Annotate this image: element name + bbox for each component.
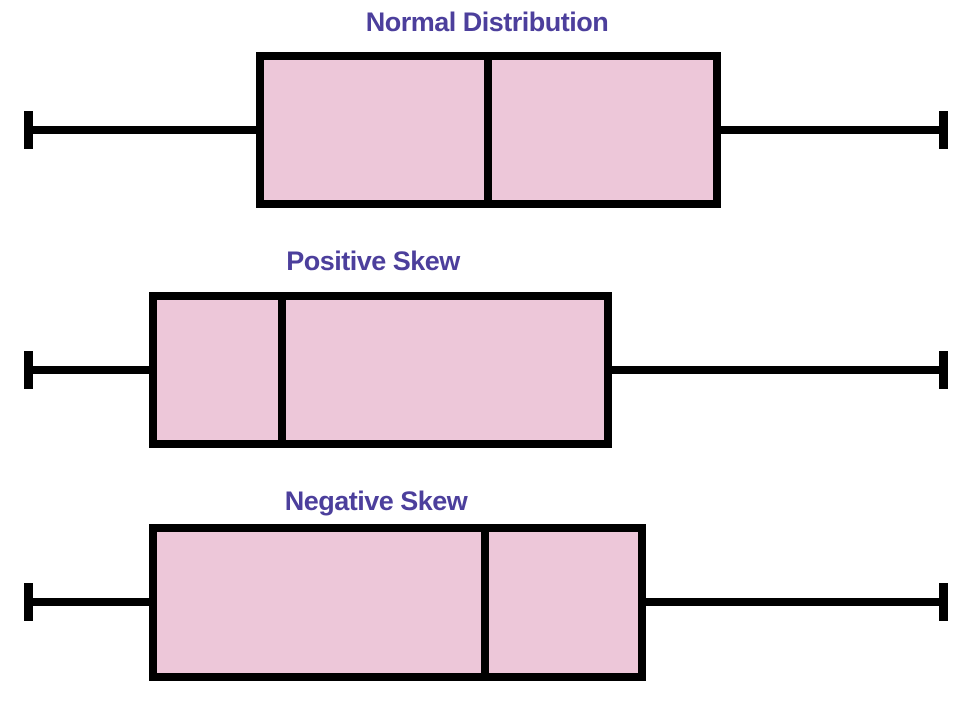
lower-whisker-line: [28, 366, 149, 374]
lower-whisker-line: [28, 598, 149, 606]
whisker-cap-max: [938, 351, 948, 389]
upper-whisker-line: [721, 126, 943, 134]
median-line: [481, 524, 489, 681]
lower-whisker-line: [28, 126, 256, 134]
upper-whisker-line: [646, 598, 943, 606]
median-line: [484, 52, 492, 208]
whisker-cap-max: [938, 111, 948, 149]
median-line: [278, 292, 286, 448]
plot-title-positive-skew: Positive Skew: [286, 246, 460, 276]
plot-title-negative-skew: Negative Skew: [284, 486, 468, 516]
whisker-cap-max: [938, 583, 948, 621]
upper-whisker-line: [612, 366, 943, 374]
whisker-cap-min: [23, 583, 33, 621]
whisker-cap-min: [23, 351, 33, 389]
whisker-cap-min: [23, 111, 33, 149]
iqr-box: [149, 524, 646, 681]
plot-title-normal-distribution: Normal Distribution: [365, 7, 609, 37]
iqr-box: [149, 292, 612, 448]
